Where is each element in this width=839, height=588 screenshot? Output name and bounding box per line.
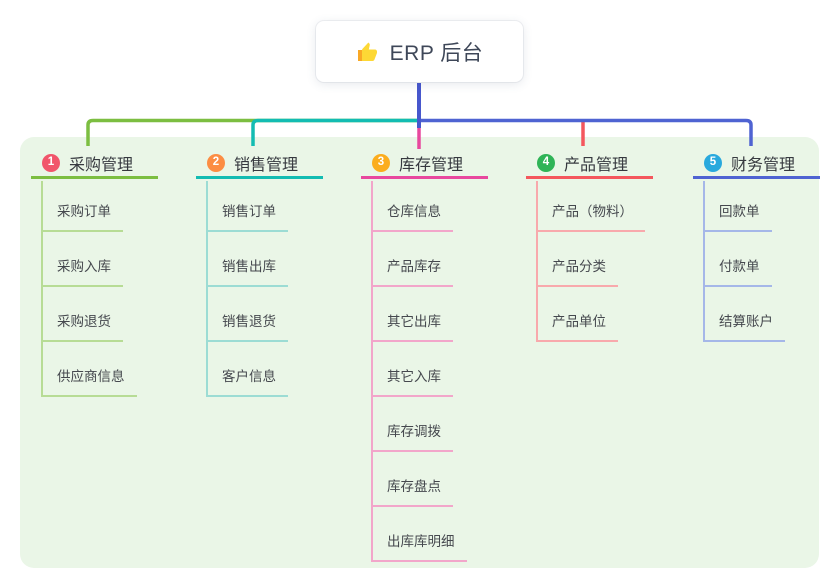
child-node[interactable]: 其它入库 (371, 368, 453, 397)
branch-label: 销售管理 (234, 157, 299, 174)
branch-index-badge: 3 (372, 154, 390, 172)
child-node[interactable]: 产品分类 (536, 258, 618, 287)
root-node-label: ERP 后台 (389, 41, 484, 65)
thumbs-up-icon (356, 40, 380, 64)
child-node[interactable]: 出库库明细 (371, 533, 467, 562)
branch-index-badge: 4 (537, 154, 555, 172)
child-node[interactable]: 产品单位 (536, 313, 618, 342)
child-node[interactable]: 客户信息 (206, 368, 288, 397)
branch-node-header[interactable]: 1 采购管理 (31, 150, 158, 179)
child-node[interactable]: 销售退货 (206, 313, 288, 342)
child-node[interactable]: 供应商信息 (41, 368, 137, 397)
branch-label: 财务管理 (731, 157, 796, 174)
child-node[interactable]: 库存盘点 (371, 478, 453, 507)
branch-label: 采购管理 (69, 157, 134, 174)
branch-spine-line (41, 181, 43, 397)
child-node[interactable]: 产品（物料） (536, 203, 645, 232)
child-node[interactable]: 产品库存 (371, 258, 453, 287)
branch-index-badge: 1 (42, 154, 60, 172)
branch-node-header[interactable]: 4 产品管理 (526, 150, 653, 179)
branches-panel (20, 137, 819, 568)
branch-label: 库存管理 (399, 157, 464, 174)
child-node[interactable]: 其它出库 (371, 313, 453, 342)
child-node[interactable]: 销售订单 (206, 203, 288, 232)
child-node[interactable]: 销售出库 (206, 258, 288, 287)
branch-spine-line (371, 181, 373, 562)
child-node[interactable]: 采购入库 (41, 258, 123, 287)
child-node[interactable]: 付款单 (703, 258, 772, 287)
branch-node-header[interactable]: 3 库存管理 (361, 150, 488, 179)
branch-spine-line (536, 181, 538, 342)
branch-label: 产品管理 (564, 157, 629, 174)
child-node[interactable]: 仓库信息 (371, 203, 453, 232)
branch-index-badge: 5 (704, 154, 722, 172)
child-node[interactable]: 采购退货 (41, 313, 123, 342)
child-node[interactable]: 库存调拨 (371, 423, 453, 452)
branch-spine-line (703, 181, 705, 342)
child-node[interactable]: 采购订单 (41, 203, 123, 232)
root-node[interactable]: ERP 后台 (316, 21, 523, 82)
branch-node-header[interactable]: 2 销售管理 (196, 150, 323, 179)
child-node[interactable]: 回款单 (703, 203, 772, 232)
branch-spine-line (206, 181, 208, 397)
branch-index-badge: 2 (207, 154, 225, 172)
child-node[interactable]: 结算账户 (703, 313, 785, 342)
branch-node-header[interactable]: 5 财务管理 (693, 150, 820, 179)
